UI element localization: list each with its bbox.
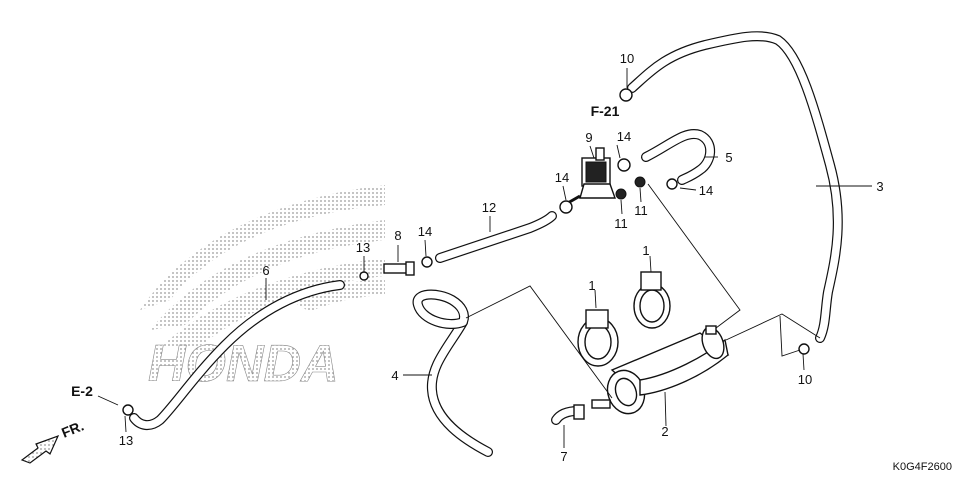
callout-13: 13 (119, 433, 133, 448)
clip-14-c (617, 158, 631, 172)
callout-5: 5 (725, 150, 732, 165)
callout-4: 4 (391, 368, 398, 383)
honda-watermark-text: HONDA (148, 335, 339, 393)
hose-12 (435, 211, 557, 263)
bolt-11-a (615, 188, 627, 200)
band-1-lower (577, 309, 619, 367)
clamp-10-b (798, 343, 810, 355)
callout-14: 14 (617, 129, 631, 144)
callout-12: 12 (482, 200, 496, 215)
callout-14: 14 (418, 224, 432, 239)
canister-2 (591, 325, 730, 415)
callout-1: 1 (588, 278, 595, 293)
callout-14: 14 (555, 170, 569, 185)
callout-7: 7 (560, 449, 567, 464)
joint-8 (383, 261, 415, 276)
reference-f21: F-21 (591, 103, 620, 119)
callout-11: 11 (614, 216, 628, 231)
callout-8: 8 (394, 228, 401, 243)
clip-14-b (559, 200, 573, 214)
front-arrow-icon (20, 434, 60, 464)
clip-14-a (421, 256, 433, 268)
callout-labels: 1 1 2 3 4 5 6 7 8 9 10 10 11 11 12 13 13… (119, 51, 884, 464)
clamp-13-b (122, 404, 134, 416)
hose-4 (412, 289, 493, 457)
clamp-10-a (619, 88, 633, 102)
callout-13: 13 (356, 240, 370, 255)
hose-7-end (573, 404, 585, 420)
callout-9: 9 (585, 130, 592, 145)
clip-14-d (666, 178, 678, 190)
hose-6 (129, 280, 345, 430)
callout-11: 11 (634, 203, 648, 218)
reference-e2: E-2 (71, 383, 93, 399)
hose-7 (551, 404, 585, 425)
hose-5 (641, 129, 716, 185)
callout-3: 3 (876, 179, 883, 194)
band-1-upper (633, 271, 671, 329)
callout-1: 1 (642, 243, 649, 258)
hose-3 (627, 31, 843, 343)
callout-6: 6 (262, 263, 269, 278)
callout-10: 10 (798, 372, 812, 387)
callout-14: 14 (699, 183, 713, 198)
bolt-11-b (634, 176, 646, 188)
callout-10: 10 (620, 51, 634, 66)
callout-2: 2 (661, 424, 668, 439)
clamp-13-a (359, 271, 369, 281)
front-direction-label: FR. (59, 417, 86, 440)
leader-lines (97, 68, 872, 448)
drawing-code: K0G4F2600 (893, 461, 952, 473)
valve-9 (565, 147, 616, 206)
